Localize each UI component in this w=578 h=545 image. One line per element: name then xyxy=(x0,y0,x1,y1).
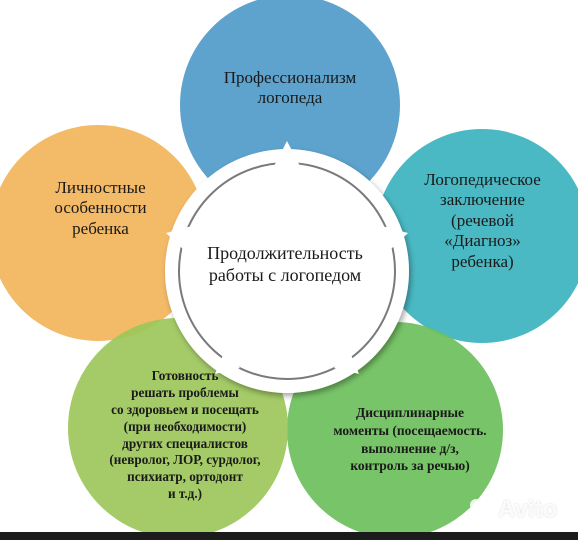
center-label: Продолжительность работы с логопедом xyxy=(207,243,363,285)
right-petal-label: Логопедическое заключение (речевой «Диаг… xyxy=(424,170,541,271)
watermark-text: Avito xyxy=(498,496,558,523)
bottom-bar xyxy=(0,532,578,540)
petal-left xyxy=(0,125,206,341)
avito-watermark: Avito xyxy=(468,496,557,524)
avito-logo-icon xyxy=(470,499,492,521)
bottom-right-petal-label: Дисциплинарные моменты (посещаемость. вы… xyxy=(333,405,487,474)
top-petal-label: Профессионализм логопеда xyxy=(223,68,357,108)
bottom-left-petal-label: Готовность решать проблемы со здоровьем … xyxy=(109,368,261,502)
center-circle xyxy=(165,149,409,393)
petal-right xyxy=(375,129,578,343)
left-petal-label: Личностные особенности ребенка xyxy=(54,178,147,238)
center-arrows xyxy=(166,141,408,374)
